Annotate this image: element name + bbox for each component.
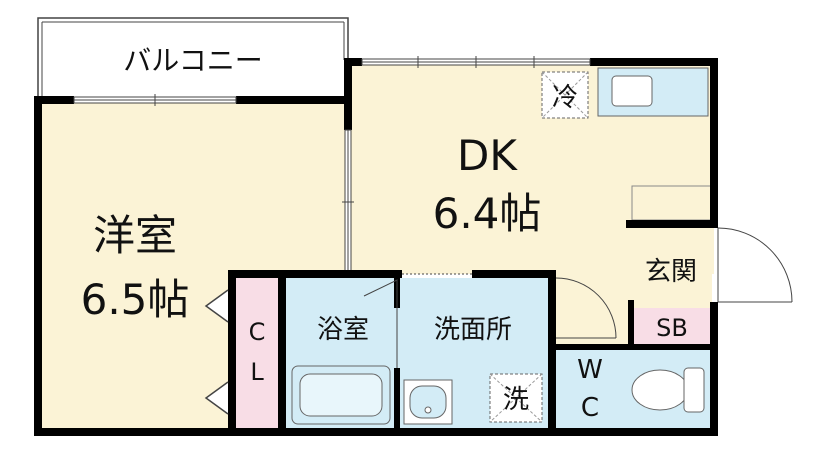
washroom-label: 洗面所 xyxy=(434,315,512,345)
wall-closet-right xyxy=(278,270,286,436)
closet-door-lower xyxy=(204,381,229,415)
wall-east-upper xyxy=(710,58,718,228)
western-room-size: 6.5帖 xyxy=(81,275,190,324)
entrance-door-swing xyxy=(717,227,793,303)
washer-mark: 洗 xyxy=(503,385,529,415)
wall-bath-wash-low xyxy=(394,368,400,436)
toilet-label-w: W xyxy=(577,355,603,385)
wall-closet-left xyxy=(228,270,236,436)
wall-north-west-a xyxy=(34,96,74,104)
bathtub xyxy=(291,365,391,425)
shoe-box-floor xyxy=(632,308,712,344)
closet-label-c: C xyxy=(249,318,266,346)
wall-dk-west xyxy=(344,58,352,130)
bathroom-label: 浴室 xyxy=(317,315,369,345)
counter-floor xyxy=(631,185,713,221)
closet-door-upper xyxy=(204,289,229,323)
dk-name: DK xyxy=(457,131,518,180)
wall-north-dk-a xyxy=(344,58,362,66)
wall-wash-top-right xyxy=(472,270,556,278)
window-dk xyxy=(361,56,591,68)
wall-west xyxy=(34,96,42,436)
dk-lower-floor xyxy=(548,274,634,344)
wall-north-west-b xyxy=(236,96,352,104)
wall-east-lower xyxy=(710,302,718,436)
closet-label-l: L xyxy=(250,358,264,386)
toilet xyxy=(631,367,705,413)
western-room-name: 洋室 xyxy=(93,211,177,260)
balcony-floor xyxy=(38,18,348,100)
window-western-room xyxy=(73,94,237,106)
kitchen-sink xyxy=(597,67,709,117)
washer-space xyxy=(489,373,543,423)
wall-closet-top xyxy=(228,270,402,278)
balcony-label: バルコニー xyxy=(123,44,262,77)
fridge-space xyxy=(541,71,589,119)
wall-entrance-top xyxy=(626,220,718,228)
shoe-box-label: SB xyxy=(656,314,688,342)
toilet-door-swing xyxy=(555,277,617,339)
closet-floor xyxy=(236,278,280,428)
wall-north-dk-b xyxy=(590,58,718,66)
entrance-floor xyxy=(632,226,712,308)
wall-entrance-left xyxy=(628,300,634,350)
bathroom-door xyxy=(363,279,398,368)
wall-wash-right xyxy=(548,270,556,436)
wall-south xyxy=(34,428,716,436)
dk-size: 6.4帖 xyxy=(433,189,542,238)
wash-basin xyxy=(403,379,453,425)
balcony-outline xyxy=(37,17,349,100)
fridge-mark: 冷 xyxy=(552,83,578,113)
toilet-label-c: C xyxy=(581,393,599,423)
entrance-label: 玄関 xyxy=(645,257,697,287)
